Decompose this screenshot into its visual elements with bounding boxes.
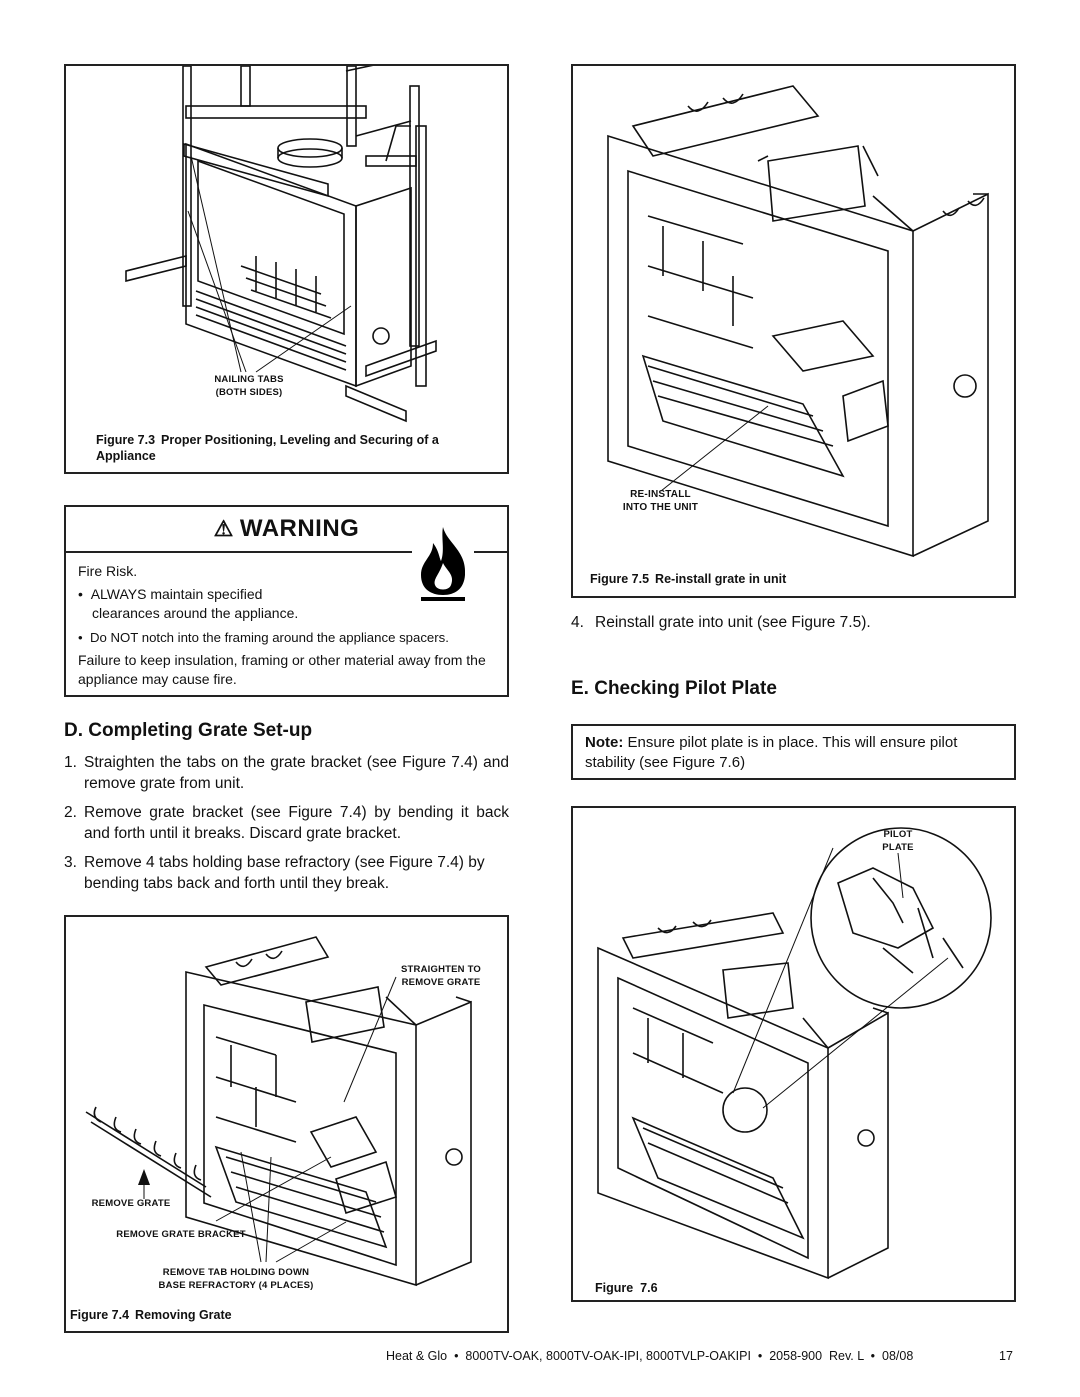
fire-risk-text: Fire Risk.	[78, 563, 138, 579]
warning-bullet-1: • ALWAYS maintain specified clearances a…	[78, 586, 299, 621]
step-3: 3.Remove 4 tabs holding base refractory …	[64, 854, 485, 892]
remove-tab-label: REMOVE TAB HOLDING DOWN BASE REFRACTORY …	[158, 1267, 314, 1291]
remove-grate-label: REMOVE GRATE	[91, 1198, 171, 1209]
reinstall-label: RE-INSTALL INTO THE UNIT	[622, 489, 699, 513]
warning-triangle-icon: ⚠	[213, 516, 234, 541]
footer-text: Heat & Glo • 8000TV-OAK, 8000TV-OAK-IPI,…	[386, 1349, 914, 1363]
section-e-heading: E. Checking Pilot Plate	[571, 678, 777, 699]
reinstall-grate-illustration	[607, 85, 989, 558]
step-2: 2.Remove grate bracket (see Figure 7.4) …	[64, 804, 509, 842]
warning-divider	[66, 551, 507, 553]
removing-grate-illustration	[85, 936, 472, 1287]
note-box: Note: Ensure pilot plate is in place. Th…	[571, 724, 1016, 780]
figure-7-6-caption: Figure 7.6	[595, 1281, 658, 1295]
warning-bullet-2: • Do NOT notch into the framing around t…	[78, 630, 449, 645]
remove-bracket-label: REMOVE GRATE BRACKET	[116, 1229, 246, 1240]
pilot-plate-label: PILOT PLATE	[882, 829, 914, 853]
fireplace-framing-illustration	[125, 66, 437, 423]
note-text: Note: Ensure pilot plate is in place. Th…	[585, 734, 958, 771]
straighten-label: STRAIGHTEN TO REMOVE GRATE	[400, 964, 481, 988]
warning-box: ⚠WARNING Fire Risk. • ALWAYS maintain sp…	[64, 505, 509, 697]
flame-icon	[412, 524, 474, 604]
figure-7-6-box: PILOT PLATE Figure 7.6	[571, 806, 1016, 1302]
step-1: 1.Straighten the tabs on the grate brack…	[64, 754, 509, 792]
figure-7-4-box: STRAIGHTEN TO REMOVE GRATE REMOVE GRATE …	[64, 915, 509, 1333]
warning-title: ⚠WARNING	[213, 515, 360, 542]
warning-paragraph: Failure to keep insulation, framing or o…	[78, 652, 486, 687]
pilot-plate-illustration	[597, 827, 992, 1280]
section-d-heading: D. Completing Grate Set-up	[64, 720, 313, 741]
nailing-tabs-label: NAILING TABS (BOTH SIDES)	[214, 374, 284, 398]
step-4: 4.Reinstall grate into unit (see Figure …	[571, 614, 871, 631]
page-number: 17	[999, 1349, 1013, 1363]
